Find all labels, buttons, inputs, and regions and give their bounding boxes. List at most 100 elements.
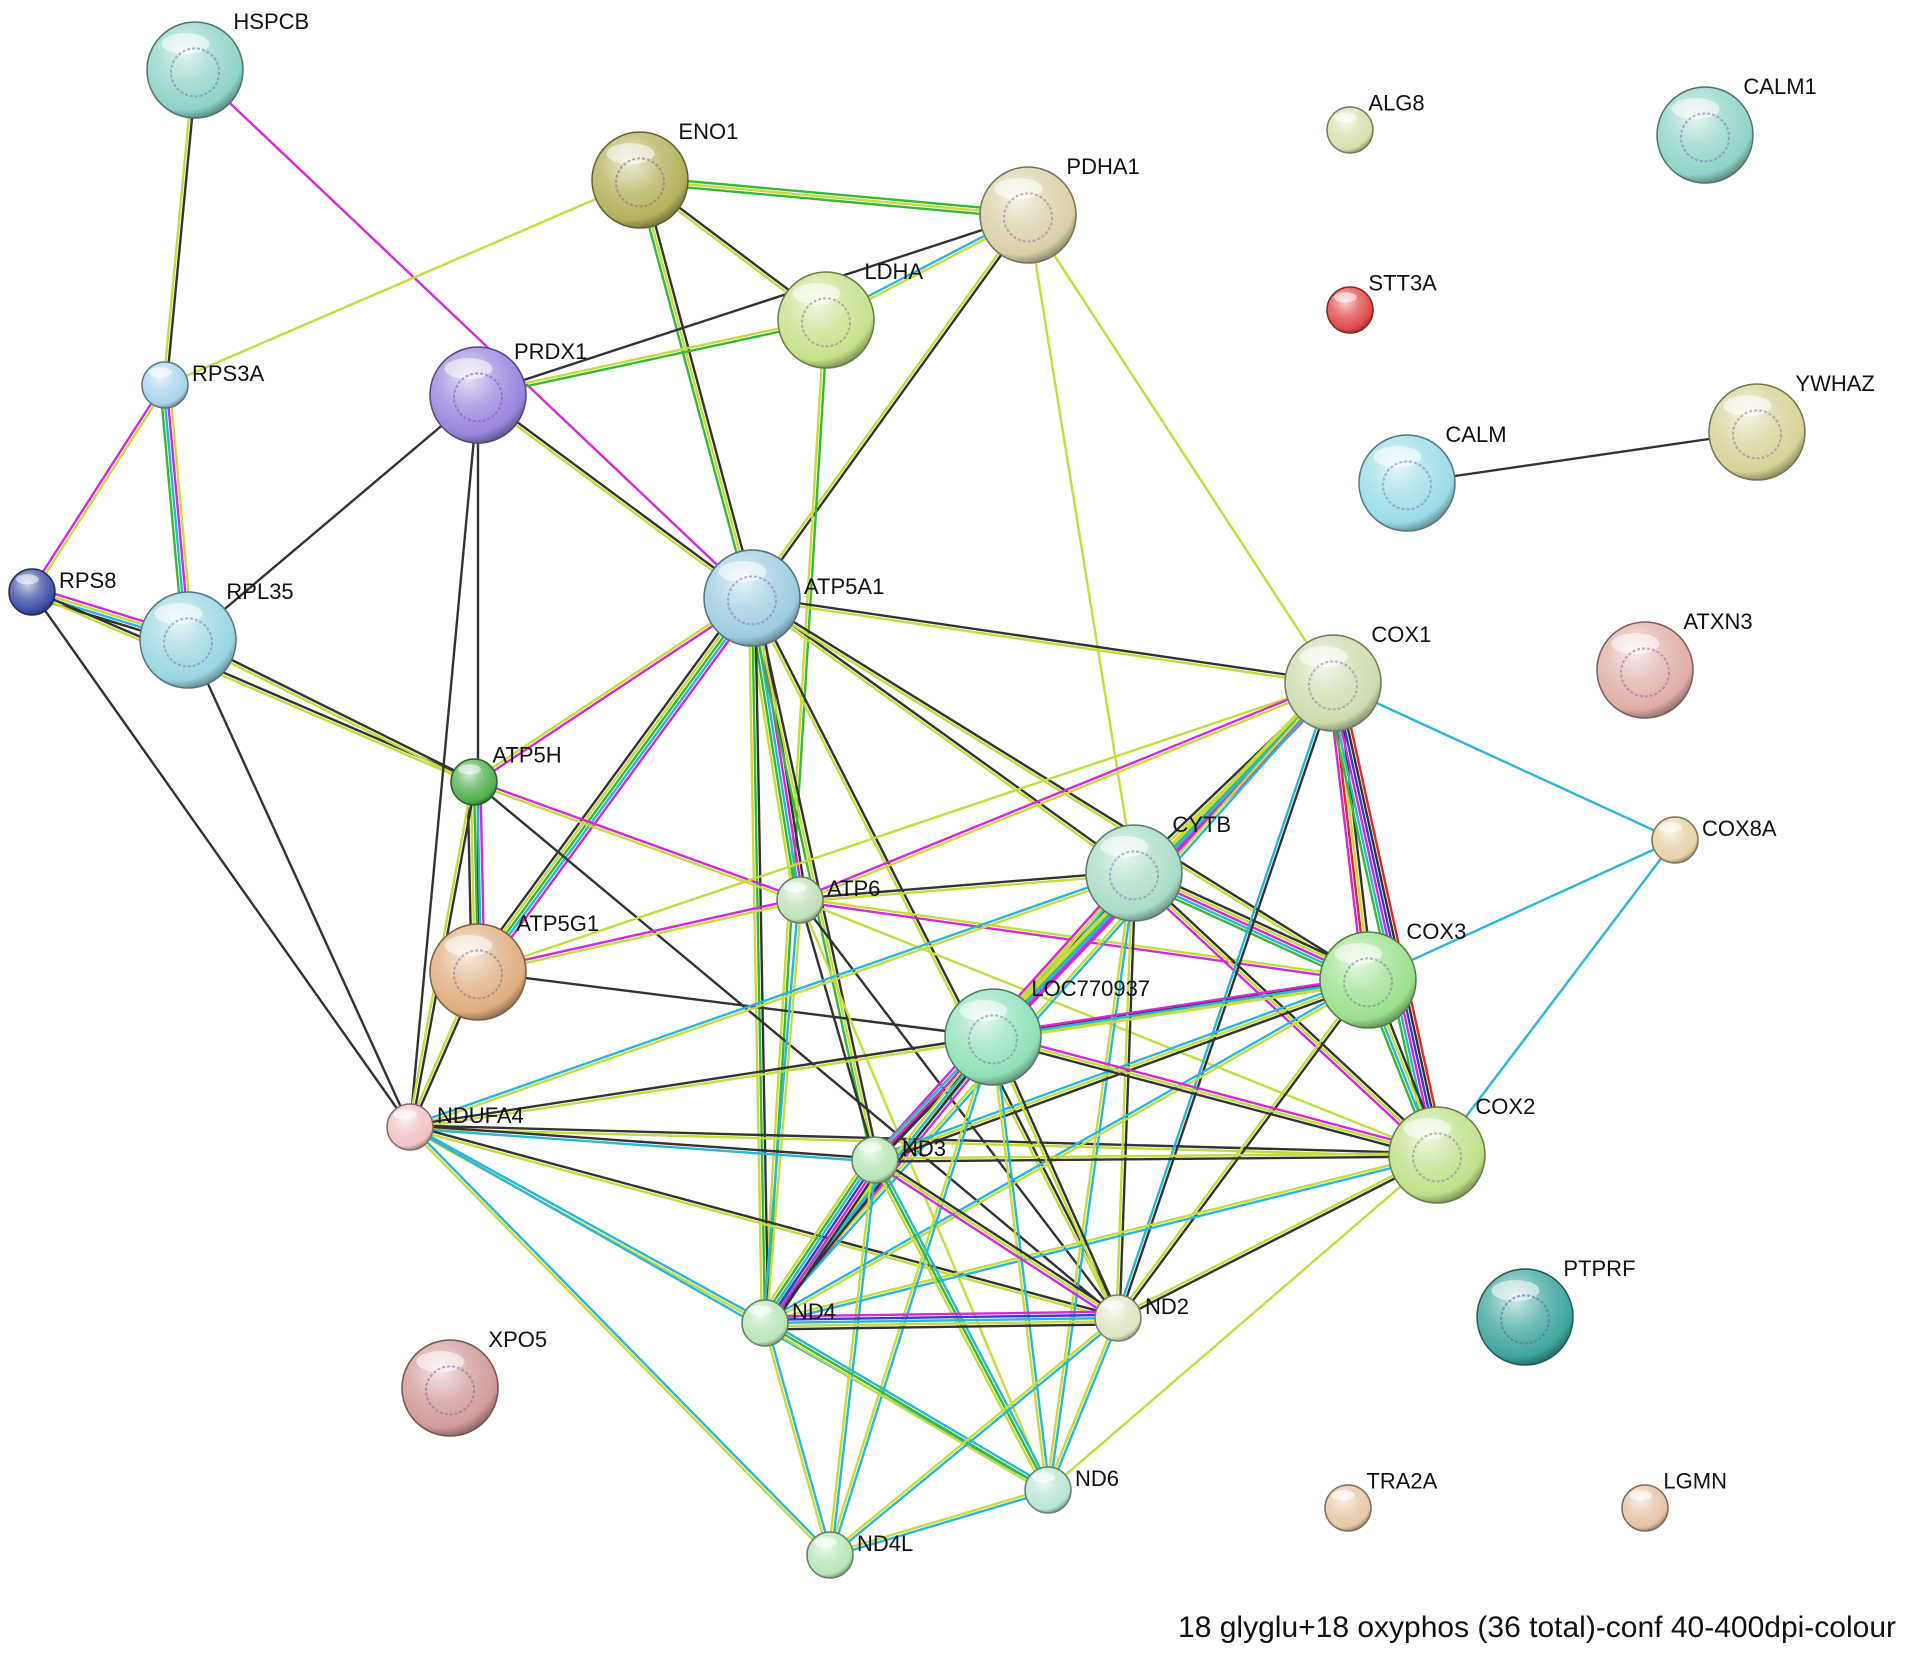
- edge-ndufa4-nd2: [408, 1124, 1120, 1321]
- node-calm[interactable]: CALM: [1358, 422, 1507, 532]
- node-highlight: [161, 33, 210, 55]
- edge-cox3-cox8a: [1366, 838, 1677, 982]
- edge-pdha1-cox1: [1026, 213, 1335, 685]
- node-rpl35[interactable]: RPL35: [139, 579, 294, 689]
- edge-line: [1327, 682, 1434, 1158]
- node-label: COX8A: [1702, 816, 1777, 841]
- edge-line: [408, 977, 1369, 1127]
- node-pdha1[interactable]: PDHA1: [979, 154, 1140, 264]
- protein-structure-icon: [727, 575, 777, 626]
- node-tra2a[interactable]: TRA2A: [1324, 1468, 1438, 1532]
- edge-rpl35-ndufa4: [186, 638, 412, 1129]
- edge-nd4-nd4l: [762, 1321, 833, 1557]
- node-rps8[interactable]: RPS8: [8, 568, 116, 616]
- node-xpo5[interactable]: XPO5: [401, 1327, 547, 1437]
- node-alg8[interactable]: ALG8: [1326, 90, 1425, 154]
- edge-line: [1048, 1317, 1121, 1492]
- edge-line: [30, 592, 475, 785]
- node-nd6[interactable]: ND6: [1024, 1466, 1119, 1514]
- protein-structure-icon: [1003, 192, 1053, 243]
- edge-line: [764, 1155, 1439, 1326]
- edge-line: [874, 981, 1371, 1165]
- edge-cox2-nd4: [763, 1152, 1439, 1326]
- edge-line: [991, 975, 1369, 1036]
- edge-line: [408, 1127, 1119, 1321]
- node-eno1[interactable]: ENO1: [591, 119, 738, 229]
- node-ptprf[interactable]: PTPRF: [1476, 1256, 1636, 1366]
- edge-line: [765, 1319, 1051, 1489]
- node-label: CALM: [1445, 422, 1506, 447]
- edge-ndufa4-nd4: [408, 1124, 767, 1326]
- node-nd4l[interactable]: ND4L: [806, 1531, 913, 1579]
- node-nd3[interactable]: ND3: [851, 1136, 946, 1184]
- edge-atp6-nd3: [798, 898, 877, 1162]
- node-highlight: [1100, 836, 1149, 858]
- node-nd2[interactable]: ND2: [1094, 1294, 1189, 1342]
- node-ldha[interactable]: LDHA: [777, 259, 923, 369]
- node-atp5a1[interactable]: ATP5A1: [703, 549, 884, 647]
- edge-line: [472, 780, 1120, 1320]
- node-highlight: [813, 1537, 837, 1548]
- node-highlight: [444, 358, 493, 380]
- node-highlight: [1491, 1280, 1540, 1302]
- edge-line: [477, 900, 802, 975]
- edge-line: [1327, 682, 1365, 982]
- edge-nd4-nd6: [762, 1319, 1051, 1494]
- node-cox1[interactable]: COX1: [1284, 622, 1431, 732]
- edge-line: [990, 1038, 1438, 1160]
- edge-eno1-atp5a1: [635, 177, 757, 601]
- edge-line: [750, 596, 877, 1162]
- node-atxn3[interactable]: ATXN3: [1596, 609, 1753, 719]
- edge-line: [479, 598, 756, 976]
- node-rps3a[interactable]: RPS3A: [141, 361, 264, 409]
- node-hspcb[interactable]: HSPCB: [146, 9, 309, 119]
- edge-line: [476, 213, 1030, 397]
- edge-line: [1045, 1316, 1118, 1491]
- node-label: STT3A: [1368, 270, 1437, 295]
- edge-line: [827, 1315, 1119, 1555]
- node-ndufa4[interactable]: NDUFA4: [386, 1103, 524, 1151]
- node-nd4[interactable]: ND4: [741, 1299, 836, 1347]
- node-atp6[interactable]: ATP6: [776, 876, 880, 924]
- edge-ldha-prdx1: [476, 317, 828, 398]
- edge-atp5a1-cox3: [749, 595, 1371, 983]
- edge-cox2-nd2: [1116, 1152, 1439, 1321]
- edge-line: [763, 1310, 1120, 1318]
- edge-line: [476, 596, 754, 974]
- node-ywhaz[interactable]: YWHAZ: [1708, 371, 1875, 481]
- node-cytb[interactable]: CYTB: [1085, 812, 1231, 922]
- edge-line: [759, 1156, 873, 1322]
- edge-line: [753, 596, 770, 1325]
- protein-structure-icon: [163, 617, 213, 668]
- node-cox3[interactable]: COX3: [1319, 919, 1466, 1029]
- edge-atp5g1-loc770937: [476, 970, 995, 1039]
- node-highlight: [1331, 1490, 1355, 1501]
- protein-structure-icon: [615, 157, 665, 208]
- edge-line: [639, 175, 1030, 214]
- edge-line: [635, 179, 751, 601]
- edge-line: [477, 320, 828, 398]
- edge-rps3a-eno1: [163, 178, 642, 387]
- node-stt3a[interactable]: STT3A: [1326, 270, 1437, 334]
- edge-line: [641, 177, 757, 599]
- edge-line: [408, 1125, 1050, 1492]
- edge-rpl35-atp5h: [186, 637, 476, 785]
- node-prdx1[interactable]: PRDX1: [429, 339, 587, 444]
- edge-line: [763, 1319, 1120, 1328]
- protein-structure-icon: [1412, 1132, 1462, 1183]
- node-atp5g1[interactable]: ATP5G1: [429, 911, 599, 1021]
- edge-line: [798, 680, 1334, 900]
- node-cox8a[interactable]: COX8A: [1651, 816, 1777, 864]
- node-loc770937[interactable]: LOC770937: [944, 976, 1150, 1086]
- edge-line: [1116, 1152, 1438, 1318]
- node-lgmn[interactable]: LGMN: [1621, 1468, 1727, 1532]
- node-highlight: [1628, 1490, 1652, 1501]
- node-atp5h[interactable]: ATP5H: [450, 742, 562, 806]
- edge-cox2-nd3: [873, 1152, 1439, 1163]
- edge-line: [767, 1161, 881, 1327]
- edge-atp5a1-nd4: [747, 596, 770, 1325]
- node-calm1[interactable]: CALM1: [1656, 74, 1817, 184]
- node-cox2[interactable]: COX2: [1388, 1094, 1535, 1204]
- edge-cytb-nd2: [1115, 871, 1137, 1320]
- protein-structure-icon: [1500, 1294, 1550, 1345]
